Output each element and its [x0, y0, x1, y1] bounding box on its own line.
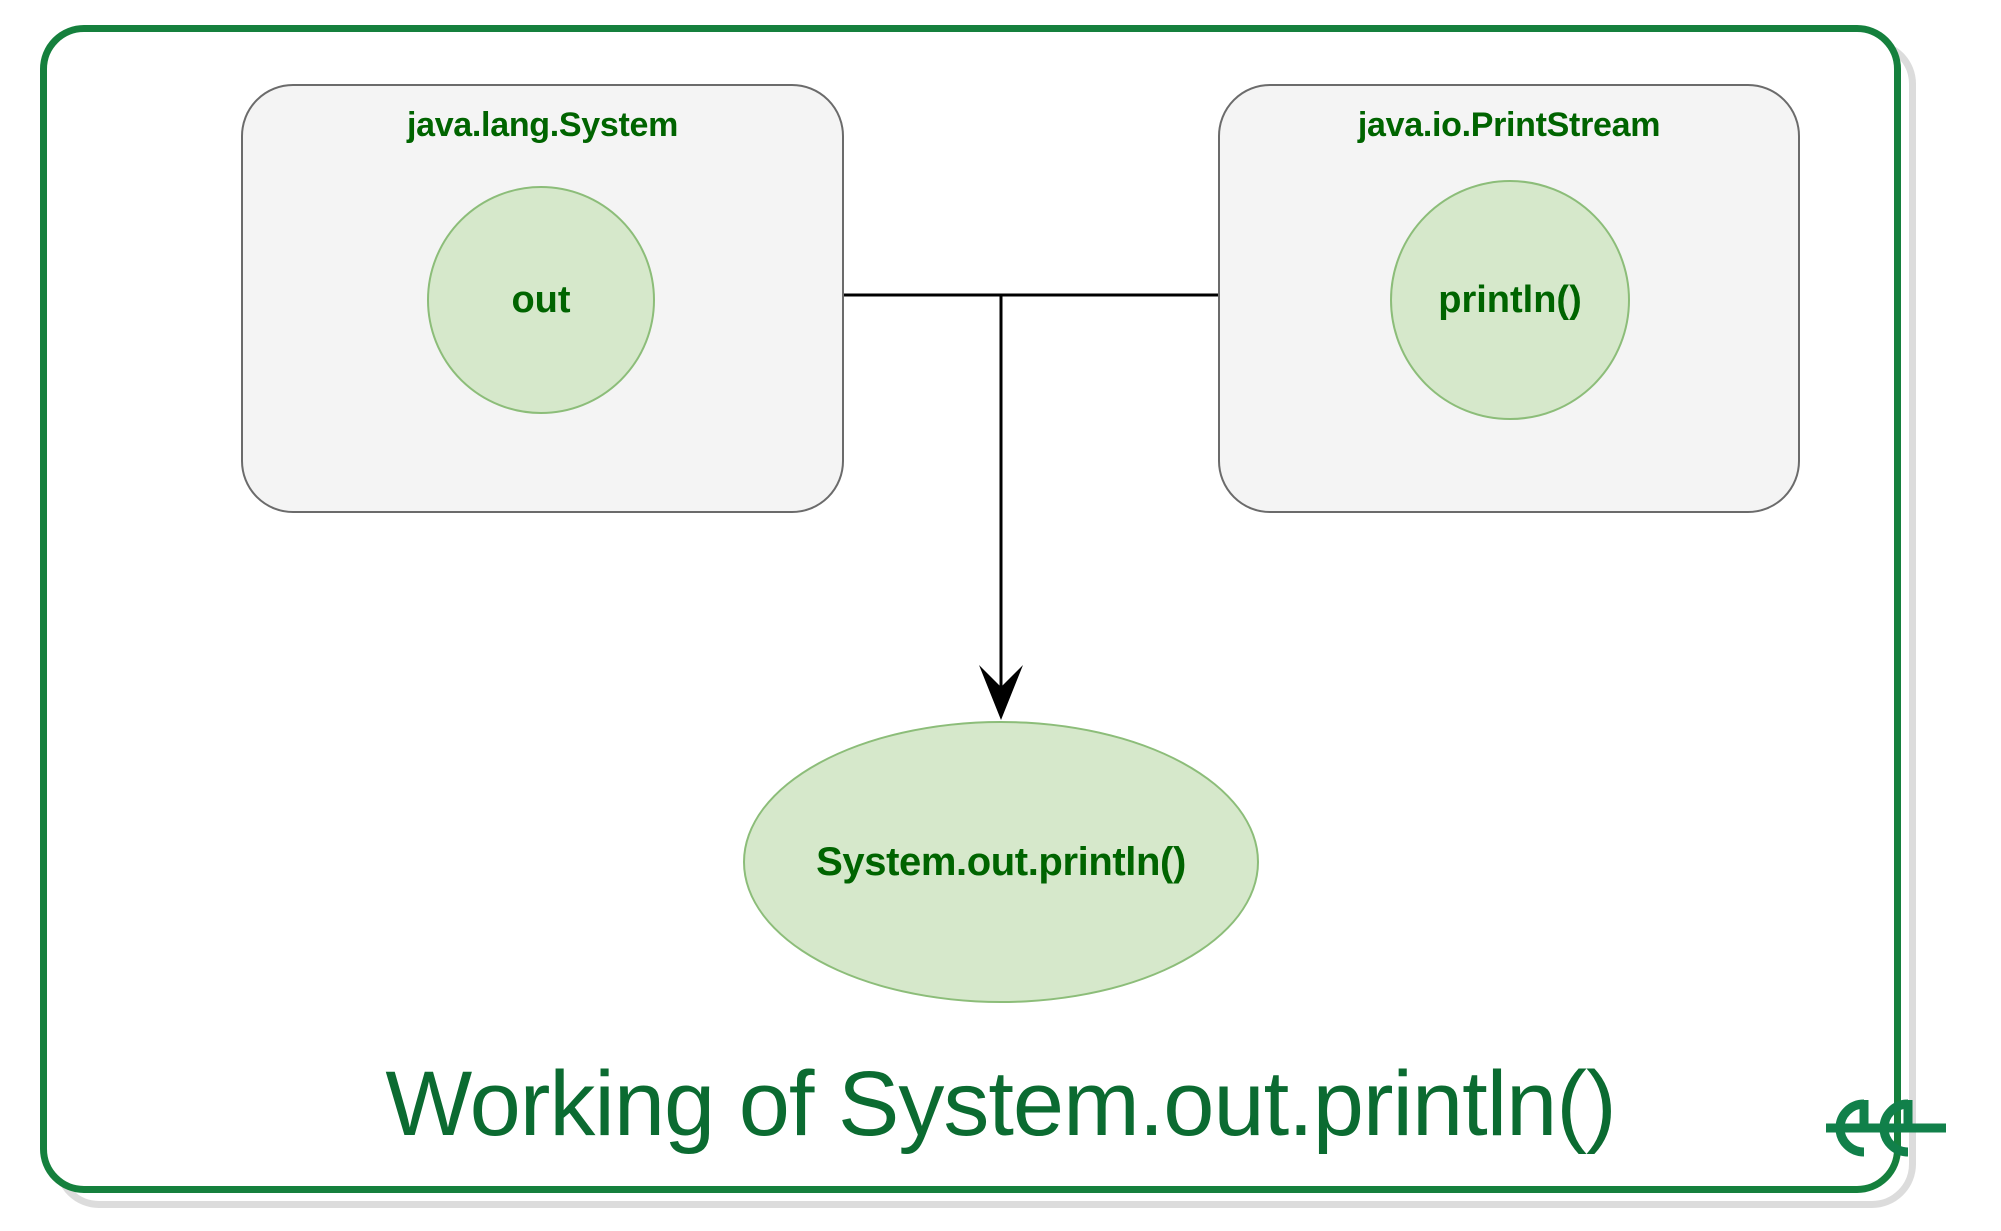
- result-ellipse-system-out-println[interactable]: System.out.println(): [743, 721, 1259, 1003]
- class-box-title-system: java.lang.System: [406, 106, 679, 144]
- diagram-caption: Working of System.out.println(): [385, 1053, 1616, 1155]
- class-box-title-printstream: java.io.PrintStream: [1357, 106, 1661, 144]
- geeksforgeeks-logo-icon: [1826, 1099, 1946, 1157]
- member-circle-out[interactable]: out: [427, 186, 655, 414]
- member-circle-println[interactable]: println(): [1390, 180, 1630, 420]
